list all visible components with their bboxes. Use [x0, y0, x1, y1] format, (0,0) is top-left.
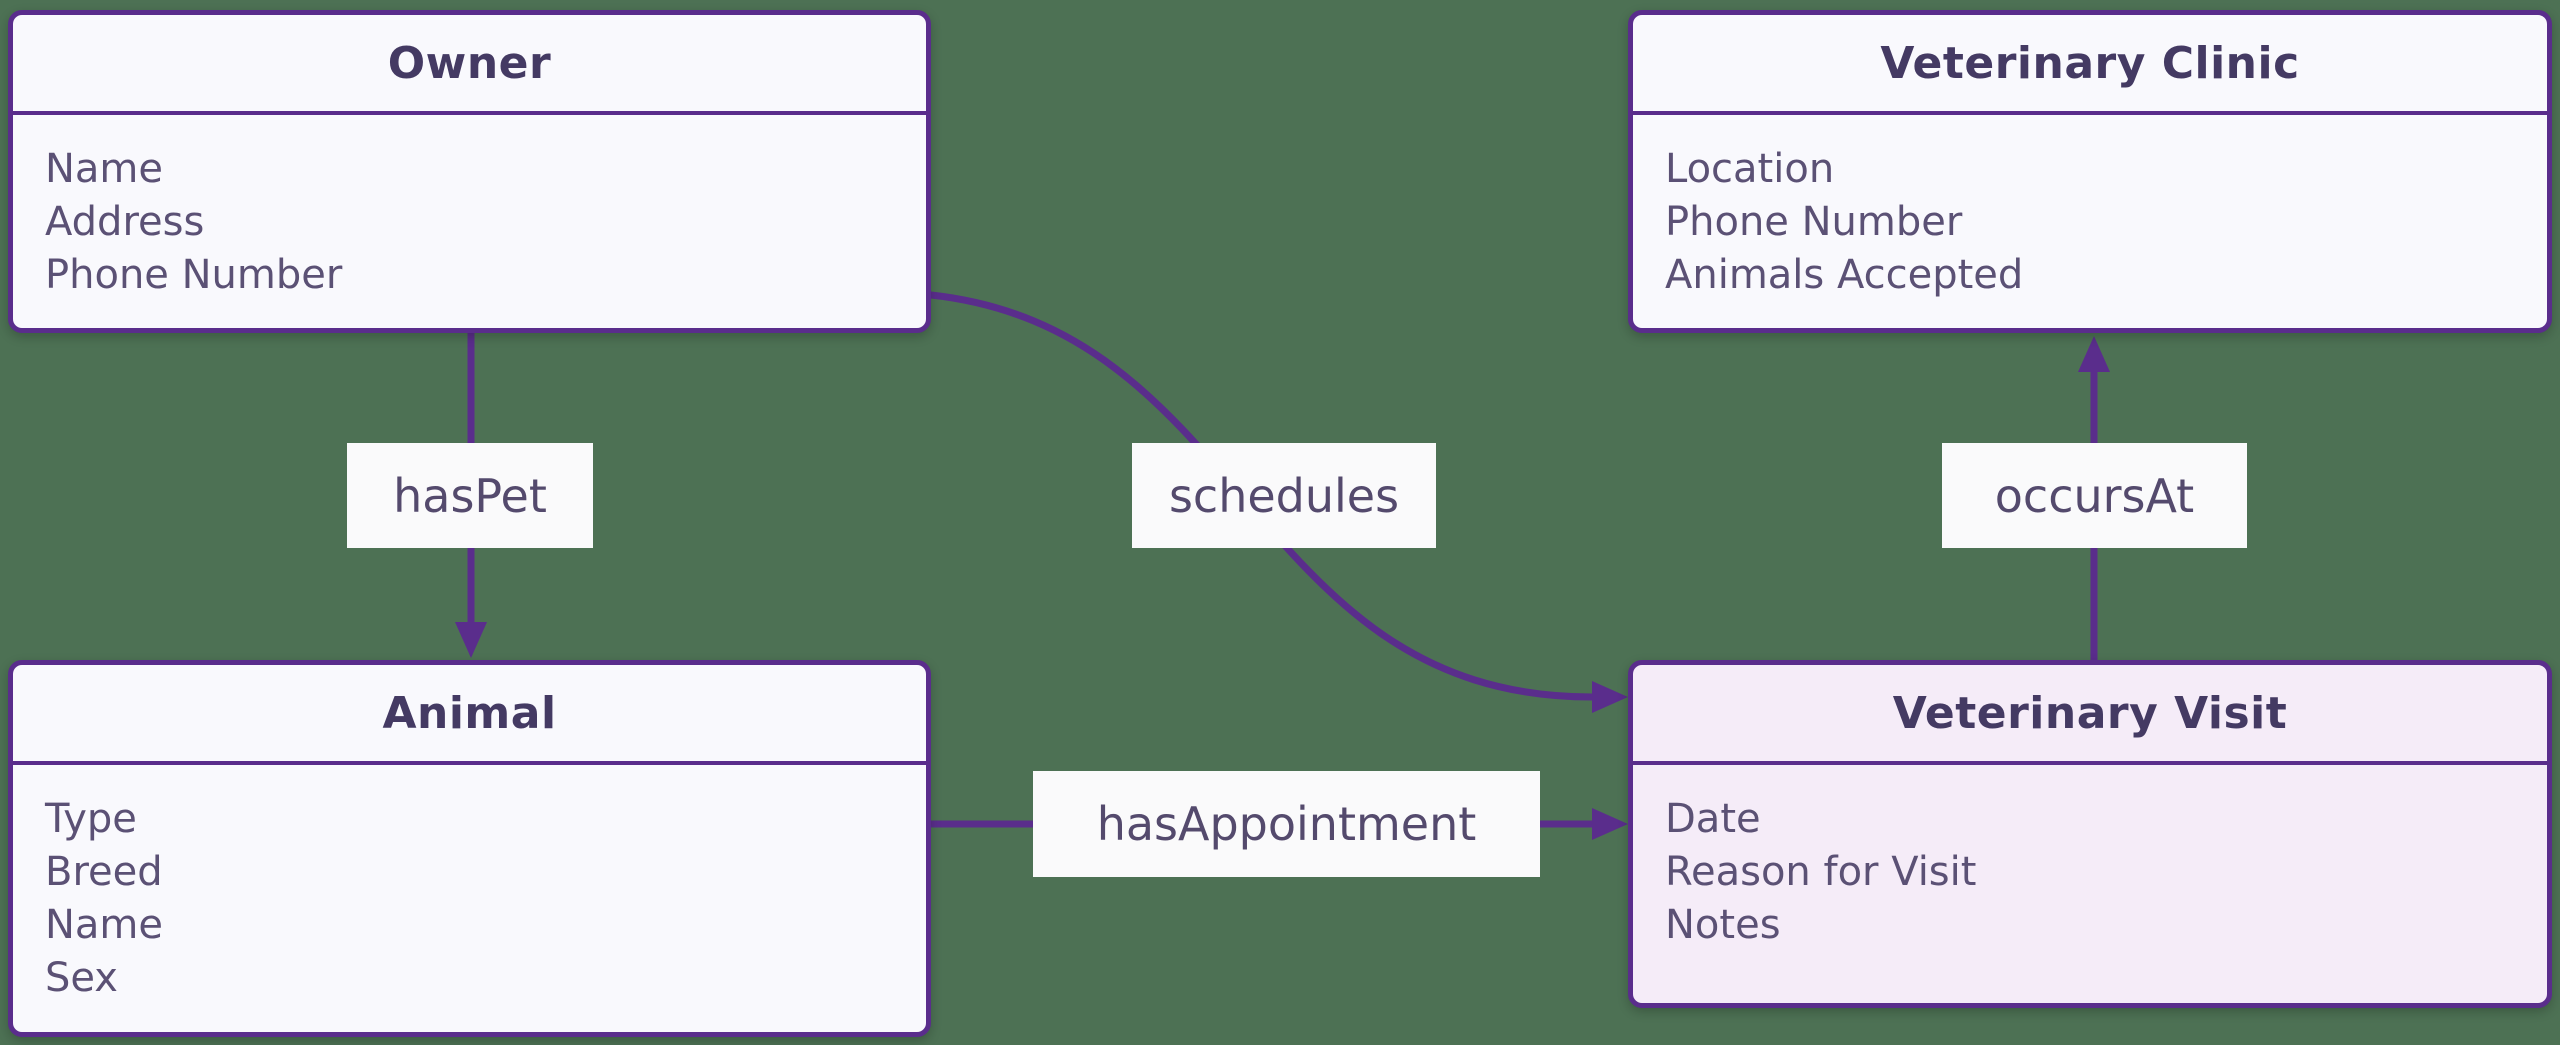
- attribute-item: Phone Number: [45, 252, 343, 298]
- schedules-arrowhead-icon: [1592, 681, 1628, 713]
- attribute-item: Notes: [1665, 902, 1781, 948]
- attribute-item: Type: [45, 796, 137, 842]
- attribute-item: Address: [45, 199, 205, 245]
- relationship-label-schedules: schedules: [1132, 443, 1436, 548]
- relationship-label-occursat: occursAt: [1942, 443, 2247, 548]
- attribute-item: Name: [45, 146, 164, 192]
- attribute-item: Date: [1665, 796, 1761, 842]
- entity-veterinary-clinic-title: Veterinary Clinic: [1633, 15, 2547, 115]
- entity-veterinary-visit-title: Veterinary Visit: [1633, 665, 2547, 765]
- relationship-label-hasappointment: hasAppointment: [1033, 771, 1540, 877]
- haspet-arrowhead-icon: [455, 622, 487, 658]
- hasappointment-arrowhead-icon: [1592, 808, 1628, 840]
- attribute-item: Animals Accepted: [1665, 252, 2024, 298]
- relationship-label-haspet: hasPet: [347, 443, 593, 548]
- attribute-item: Phone Number: [1665, 199, 1963, 245]
- attribute-item: Reason for Visit: [1665, 849, 1977, 895]
- entity-animal-title: Animal: [13, 665, 926, 765]
- attribute-item: Location: [1665, 146, 1835, 192]
- attribute-item: Breed: [45, 849, 163, 895]
- occursat-arrowhead-icon: [2078, 336, 2110, 372]
- attribute-item: Name: [45, 902, 164, 948]
- entity-owner-title: Owner: [13, 15, 926, 115]
- attribute-item: Sex: [45, 955, 118, 1001]
